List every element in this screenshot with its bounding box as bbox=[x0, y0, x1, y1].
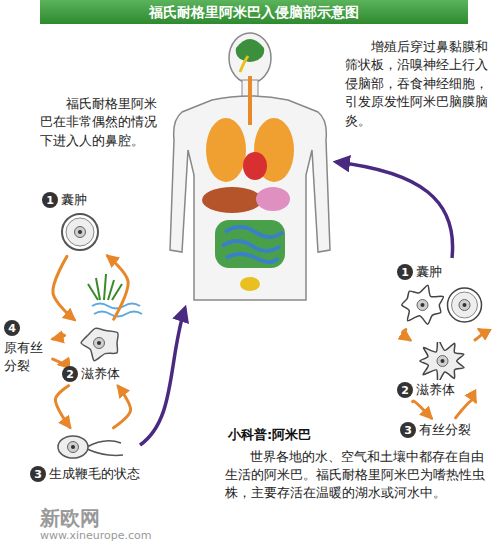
title-band: 福氏耐格里阿米巴入侵脑部示意图 bbox=[40, 0, 468, 24]
cell-figure bbox=[60, 322, 142, 364]
stage-label: 2滋养体 bbox=[60, 364, 142, 384]
nucleolus bbox=[71, 445, 75, 449]
cyst-wall bbox=[452, 292, 478, 318]
note-text: 小科普:阿米巴 bbox=[228, 426, 378, 444]
cycle-arrow bbox=[456, 400, 476, 418]
nucleus bbox=[75, 226, 86, 237]
trophozoite bbox=[420, 342, 464, 380]
nucleus bbox=[437, 356, 448, 367]
nucleus bbox=[417, 299, 428, 310]
cycle-arrow bbox=[113, 386, 130, 428]
nucleus bbox=[94, 338, 105, 349]
life-stage: 1囊肿 bbox=[40, 190, 120, 254]
human-body bbox=[248, 76, 252, 125]
human-body bbox=[236, 39, 264, 62]
cycle-arrow bbox=[413, 401, 432, 418]
human-body bbox=[256, 187, 290, 211]
stage-label: 4 原有丝分裂 bbox=[2, 318, 50, 375]
trophozoite bbox=[81, 328, 118, 360]
stage-name: 原有丝分裂 bbox=[4, 339, 48, 374]
callout-number: 1 bbox=[397, 264, 413, 280]
life-stage: 4 原有丝分裂 bbox=[2, 318, 50, 375]
life-stage: 1囊肿 bbox=[395, 262, 490, 328]
cyst-wall bbox=[66, 218, 94, 246]
human-body bbox=[243, 152, 267, 180]
watermark: www.xineurope.com bbox=[40, 528, 180, 544]
stage-name: 囊肿 bbox=[416, 263, 442, 281]
human-body bbox=[240, 56, 248, 72]
cell-figure bbox=[395, 282, 490, 328]
cell-figure bbox=[28, 430, 142, 464]
life-stage: 2滋养体 bbox=[395, 342, 490, 400]
cell-figure bbox=[60, 322, 142, 364]
nucleolus bbox=[78, 230, 82, 234]
flagellate bbox=[58, 436, 88, 458]
stage-label: 3生成鞭毛的状态 bbox=[28, 464, 142, 484]
cell-figure bbox=[28, 430, 142, 464]
note-text: 福氏耐格里阿米巴在非常偶然的情况下进入人的鼻腔。 bbox=[40, 95, 166, 150]
note-text: 世界各地的水、空气和土壤中都存在自由生活的阿米巴。福氏耐格里阿米巴为嗜热性虫株，… bbox=[225, 448, 490, 501]
nucleus bbox=[459, 299, 470, 310]
human-body bbox=[170, 33, 330, 300]
cell-figure bbox=[40, 210, 120, 254]
cell-figure bbox=[40, 210, 120, 254]
infection-arrow bbox=[140, 308, 185, 445]
stage-name: 滋养体 bbox=[81, 365, 120, 383]
human-body bbox=[202, 187, 262, 213]
note-text: 增殖后穿过鼻黏膜和筛状板，沿嗅神经上行入侵脑部，吞食神经细胞，引发原发性阿米巴脑… bbox=[345, 38, 495, 130]
life-stage: 3有丝分裂 bbox=[398, 420, 490, 440]
nucleolus bbox=[441, 359, 445, 363]
cell-figure bbox=[395, 342, 490, 380]
infection-arrow bbox=[140, 162, 453, 445]
plants-and-water bbox=[88, 274, 142, 317]
callout-number: 2 bbox=[397, 382, 413, 398]
cycle-arrow bbox=[55, 386, 70, 428]
callout-number: 2 bbox=[62, 366, 78, 382]
cycle-arrow bbox=[53, 334, 65, 339]
nucleolus bbox=[421, 303, 425, 307]
human-body bbox=[229, 33, 271, 83]
callout-number: 4 bbox=[4, 320, 20, 336]
human-body bbox=[222, 227, 283, 262]
cycle-arrow bbox=[475, 330, 483, 340]
stage-name: 有丝分裂 bbox=[419, 421, 471, 439]
cycle-arrow bbox=[403, 330, 411, 340]
nucleus bbox=[68, 442, 79, 453]
stage-label: 3有丝分裂 bbox=[398, 420, 490, 440]
life-stage: 3生成鞭毛的状态 bbox=[28, 430, 142, 484]
stage-name: 囊肿 bbox=[61, 191, 87, 209]
plants-and-water bbox=[88, 274, 122, 300]
cycle-arrow bbox=[53, 256, 74, 319]
callout-number: 3 bbox=[400, 422, 416, 438]
human-body bbox=[170, 96, 330, 300]
callout-number: 1 bbox=[42, 192, 58, 208]
human-body bbox=[240, 277, 260, 291]
watermark: 新欧网 bbox=[40, 504, 130, 532]
stage-name: 滋养体 bbox=[416, 381, 455, 399]
callout-number: 3 bbox=[30, 466, 46, 482]
human-body bbox=[206, 118, 246, 182]
nucleolus bbox=[463, 303, 467, 307]
human-body bbox=[215, 220, 285, 268]
nucleolus bbox=[97, 341, 101, 345]
stage-label: 1囊肿 bbox=[40, 190, 120, 210]
cyst-wall bbox=[402, 285, 444, 324]
cell-figure bbox=[395, 342, 490, 380]
cycle-arrow bbox=[108, 256, 129, 319]
cyst-wall bbox=[62, 214, 98, 250]
flagellum bbox=[87, 441, 123, 456]
cycle-arrow bbox=[53, 359, 63, 364]
stage-label: 2滋养体 bbox=[395, 380, 490, 400]
cyst-wall bbox=[448, 288, 482, 322]
infection-arrow bbox=[336, 162, 453, 258]
life-stage: 2滋养体 bbox=[60, 322, 142, 384]
stage-label: 1囊肿 bbox=[395, 262, 490, 282]
cell-figure bbox=[395, 282, 490, 328]
stage-name: 生成鞭毛的状态 bbox=[49, 465, 140, 483]
